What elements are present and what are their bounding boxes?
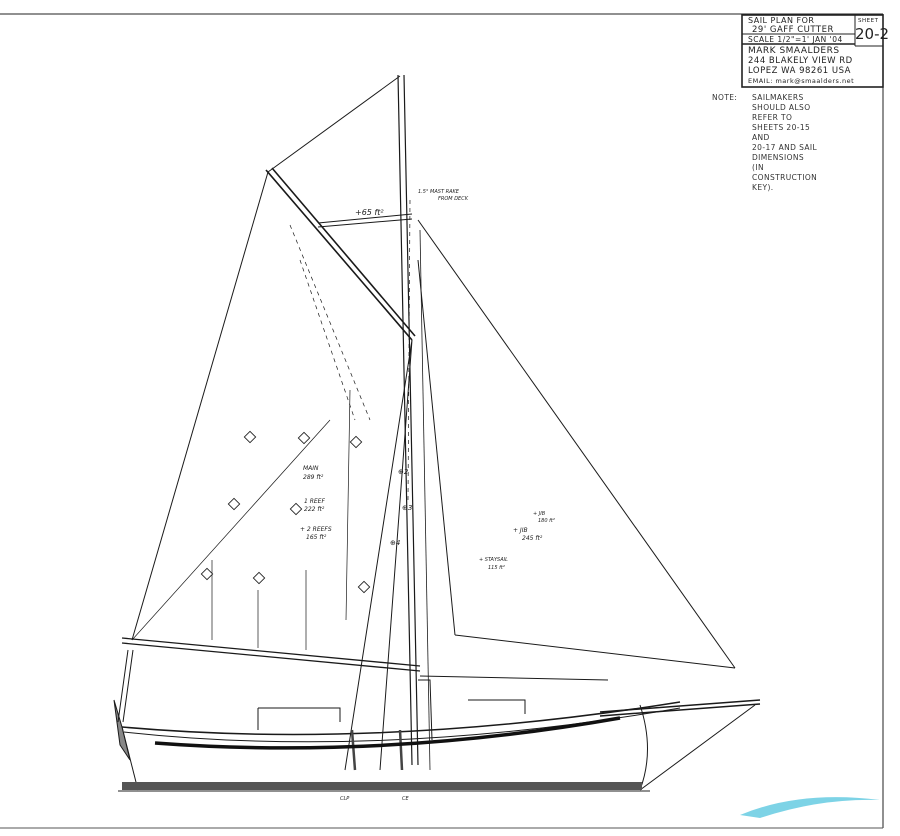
reef1-label: 1 REEF: [304, 498, 325, 505]
reef-points: [200, 430, 371, 594]
jib-large-area-label: 245 ft²: [522, 535, 543, 542]
keel-base: [122, 782, 642, 790]
sheet-label: SHEET: [858, 18, 879, 24]
note-line: SAILMAKERS SHOULD ALSO: [752, 93, 811, 112]
title-line-1: SAIL PLAN FOR: [748, 16, 815, 25]
staysail: [344, 339, 413, 771]
point-2-label: ⊕2: [398, 468, 409, 476]
watermark-logo: [740, 797, 880, 818]
boom: [121, 637, 421, 672]
topsail: [267, 75, 411, 339]
staysail-area-label: 115 ft²: [488, 565, 505, 571]
jib-large-label: + JIB: [513, 527, 528, 534]
note-line: (IN CONSTRUCTION KEY).: [752, 163, 818, 192]
boot-stripe: [154, 716, 621, 750]
jib-small-label: + JIB: [533, 511, 546, 517]
shroud: [419, 229, 431, 771]
main-label: MAIN: [303, 465, 319, 472]
note-label: NOTE:: [712, 93, 738, 102]
ce-label: CE: [402, 796, 409, 802]
main-area-label: 289 ft²: [303, 474, 324, 481]
spreader: [317, 213, 413, 228]
cockpit-coaming: [468, 699, 526, 714]
email: EMAIL: mark@smaalders.net: [748, 77, 855, 85]
point-4-label: ⊕4: [390, 539, 400, 547]
hull-sheer-2: [123, 707, 681, 743]
jib-foot: [454, 634, 736, 669]
mast-rake-label: 1.5° MAST RAKE: [418, 189, 460, 195]
boom-gallows: [117, 649, 134, 723]
hull-bow: [639, 704, 648, 791]
note-line: 20-17 AND SAIL DIMENSIONS: [752, 143, 818, 162]
mast-rake-label-2: FROM DECK: [438, 196, 469, 202]
jib-leech: [417, 259, 456, 636]
address-line-1: 244 BLAKELY VIEW RD: [748, 56, 853, 66]
sailmaker-note: NOTE: SAILMAKERS SHOULD ALSO REFER TO SH…: [712, 93, 817, 192]
reef-line-1: [131, 419, 331, 641]
note-line: REFER TO SHEETS 20-15 AND: [752, 113, 811, 142]
mainsail-leech: [131, 171, 269, 641]
reef2-area-label: 165 ft²: [306, 534, 327, 541]
designer-name: MARK SMAALDERS: [748, 46, 840, 56]
title-line-2: 29' GAFF CUTTER: [752, 25, 834, 35]
sheet-number: 20-2: [855, 25, 890, 43]
bobstay: [639, 704, 756, 791]
scale-label: SCALE 1/2"=1' JAN '04: [748, 35, 843, 44]
jib-luff: [417, 219, 736, 669]
title-block-box: [741, 14, 884, 88]
topsail-area-label: +65 ft²: [355, 208, 384, 217]
staysail-foot: [419, 675, 609, 681]
jib-small-area-label: 180 ft²: [538, 518, 555, 524]
point-3-label: ⊕3: [402, 504, 412, 512]
staysail-label: + STAYSAIL: [479, 557, 508, 563]
hull-sheer: [121, 701, 681, 736]
address-line-2: LOPEZ WA 98261 USA: [748, 66, 851, 76]
reef1-area-label: 222 ft²: [304, 506, 325, 513]
clp-label: CLP: [340, 796, 349, 802]
gaff: [265, 167, 416, 341]
reef2-label: + 2 REEFS: [300, 526, 332, 533]
mast-step: [418, 679, 433, 741]
mast: [397, 74, 419, 766]
rudder: [113, 699, 131, 761]
cabin-top: [257, 707, 341, 730]
